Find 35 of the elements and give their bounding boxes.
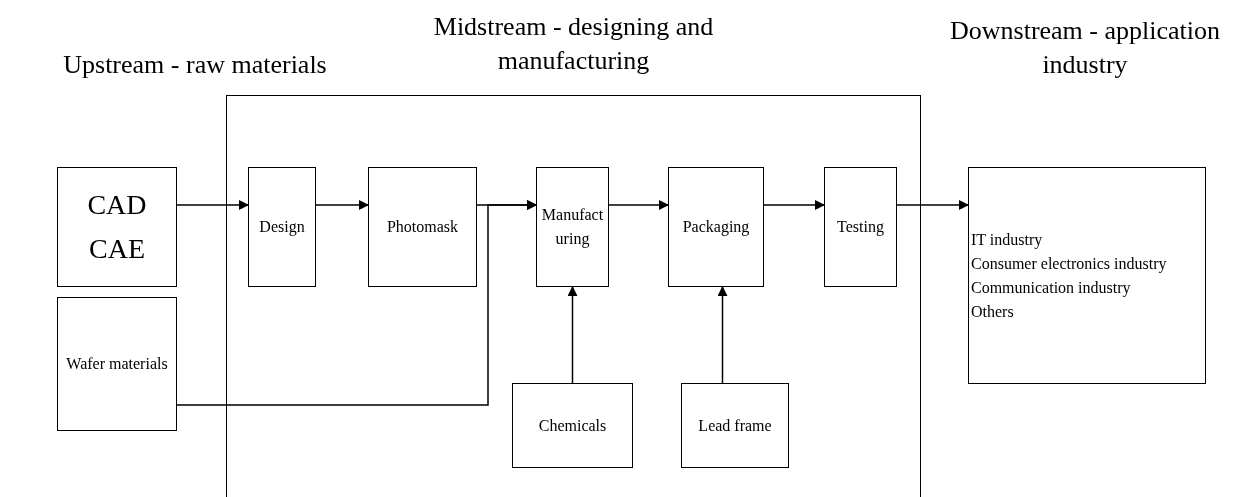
process-box	[536, 167, 609, 287]
arrow	[315, 200, 369, 210]
box-text: Photomask	[386, 217, 459, 237]
arrow	[763, 200, 825, 210]
box-text: Others	[971, 301, 1014, 322]
box-text: Chemicals	[538, 415, 607, 436]
process-box	[248, 167, 316, 287]
box-text: IT industry	[971, 229, 1043, 251]
process-box	[368, 167, 477, 287]
process-box	[668, 167, 764, 287]
box-text: Consumer electronics industry	[971, 253, 1167, 275]
box-text: Wafer materials	[66, 354, 168, 374]
arrow	[176, 200, 249, 210]
process-box	[57, 167, 177, 287]
stage-heading: Downstream - application industry	[949, 15, 1221, 81]
box-text: Packaging	[682, 217, 750, 238]
application-box	[968, 167, 1206, 384]
box-text: Communication industry	[971, 277, 1131, 299]
box-text: Testing	[837, 217, 884, 238]
stage-heading: Midstream - designing and manufacturing	[432, 11, 715, 77]
arrow	[896, 200, 969, 210]
arrow	[176, 200, 537, 406]
arrow	[567, 286, 578, 384]
arrow	[717, 286, 728, 384]
arrow	[608, 200, 669, 210]
box-text: Lead frame	[698, 415, 772, 436]
process-box	[57, 297, 177, 431]
box-text: CAE	[89, 232, 145, 266]
stage-heading: Upstream - raw materials	[62, 49, 328, 81]
process-box	[681, 383, 789, 468]
process-box	[824, 167, 897, 287]
box-text: Manufacturing	[540, 205, 605, 250]
process-box	[512, 383, 633, 468]
box-text: CAD	[87, 188, 147, 222]
box-text: Design	[259, 217, 305, 238]
